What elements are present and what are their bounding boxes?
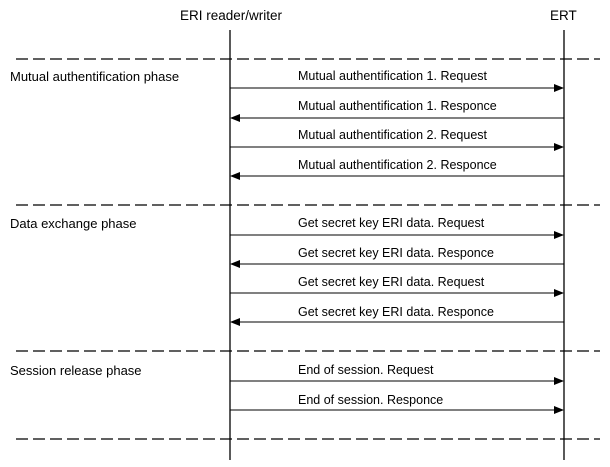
message-label: Mutual authentification 1. Request <box>298 69 488 83</box>
message-label: Get secret key ERI data. Request <box>298 275 485 289</box>
message-label: Mutual authentification 2. Responce <box>298 158 497 172</box>
phase-label-data-exchange: Data exchange phase <box>10 216 137 231</box>
message-label: Get secret key ERI data. Responce <box>298 305 494 319</box>
message-label: Mutual authentification 2. Request <box>298 128 488 142</box>
phase-label-session-release: Session release phase <box>10 363 142 378</box>
participant-ert: ERT <box>550 8 577 23</box>
message-label: Get secret key ERI data. Responce <box>298 246 494 260</box>
participant-eri-reader-writer: ERI reader/writer <box>180 8 283 23</box>
phase-label-mutual-authentification: Mutual authentification phase <box>10 69 180 84</box>
message-label: End of session. Request <box>298 363 434 377</box>
message-label: Mutual authentification 1. Responce <box>298 99 497 113</box>
message-label: End of session. Responce <box>298 393 444 407</box>
message-label: Get secret key ERI data. Request <box>298 216 485 230</box>
